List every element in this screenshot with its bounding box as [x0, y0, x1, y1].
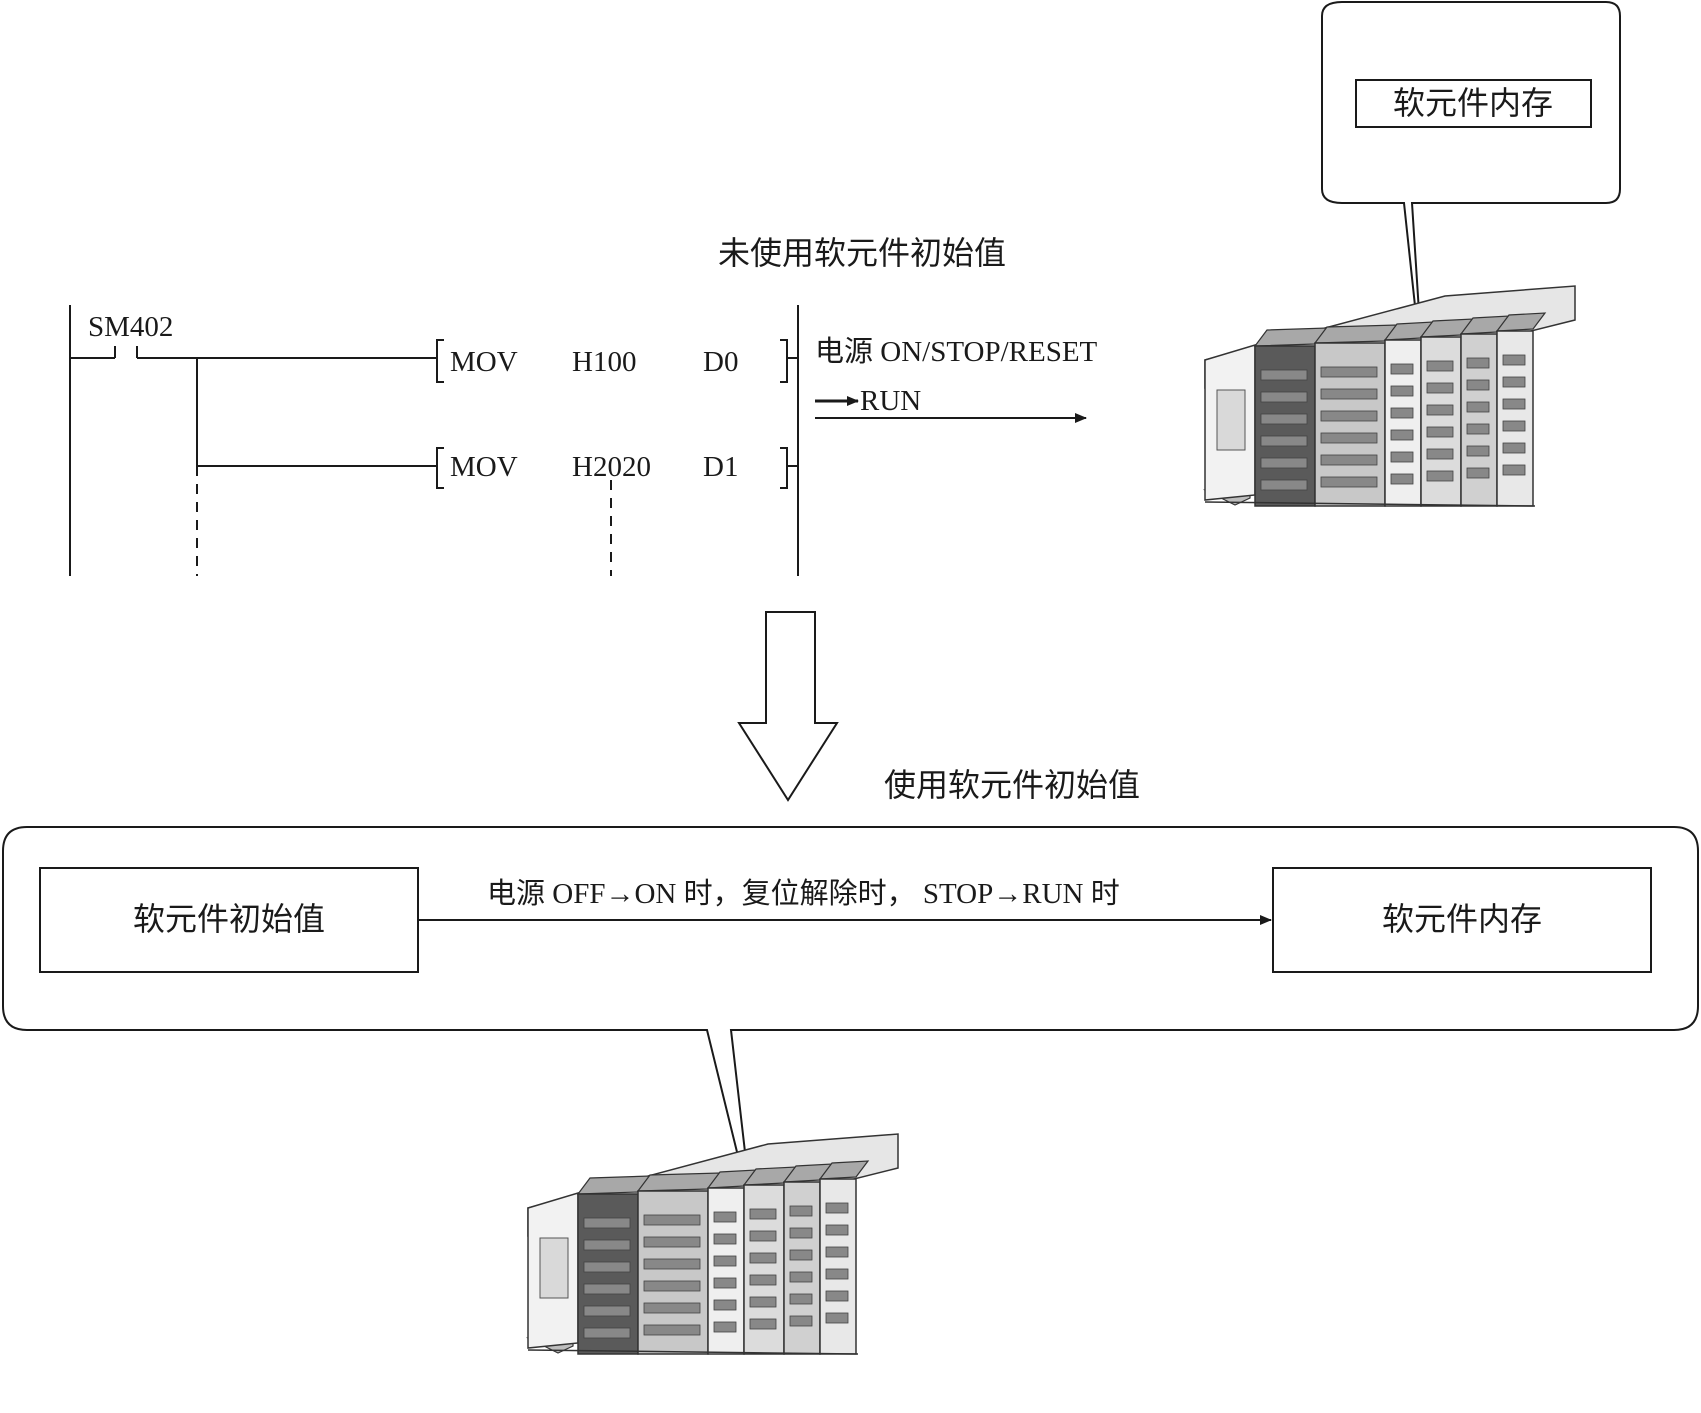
transfer-conditions-label: 电源 OFF→ON 时，复位解除时， STOP→RUN 时 — [487, 877, 1120, 910]
down-arrow-icon — [737, 611, 839, 802]
plc-rack-illustration-top — [1202, 285, 1576, 507]
device-memory-callout-top: 软元件内存 — [1321, 0, 1621, 391]
instruction-bracket-left-1 — [436, 339, 444, 383]
ladder-diagram — [69, 305, 799, 576]
instruction-bracket-left-2 — [436, 447, 444, 489]
rung2-instruction: MOV — [450, 451, 518, 483]
rung1-dest: D0 — [703, 346, 738, 378]
run-transition-line1: 电源 ON/STOP/RESET — [815, 335, 1098, 368]
plc-rack-illustration-bottom — [525, 1133, 899, 1355]
device-memory-label-top: 软元件内存 — [1393, 85, 1553, 121]
device-memory-label-bottom: 软元件内存 — [1382, 901, 1542, 937]
run-transition-line2: RUN — [860, 385, 921, 417]
section-title-with-initial-values: 使用软元件初始值 — [884, 767, 1140, 803]
contact-label-sm402: SM402 — [88, 311, 173, 343]
device-initial-value-label: 软元件初始值 — [133, 901, 325, 937]
device-initial-value-box — [39, 867, 419, 973]
device-memory-label-box-top — [1355, 79, 1592, 128]
device-memory-box-bottom — [1272, 867, 1652, 973]
rung1-instruction: MOV — [450, 346, 518, 378]
instruction-bracket-right-1 — [780, 339, 788, 383]
rung2-dest: D1 — [703, 451, 738, 483]
rung1-source: H100 — [572, 346, 636, 378]
instruction-bracket-right-2 — [780, 447, 788, 489]
section-title-without-initial-values: 未使用软元件初始值 — [718, 235, 1006, 271]
rung2-source: H2020 — [572, 451, 651, 483]
